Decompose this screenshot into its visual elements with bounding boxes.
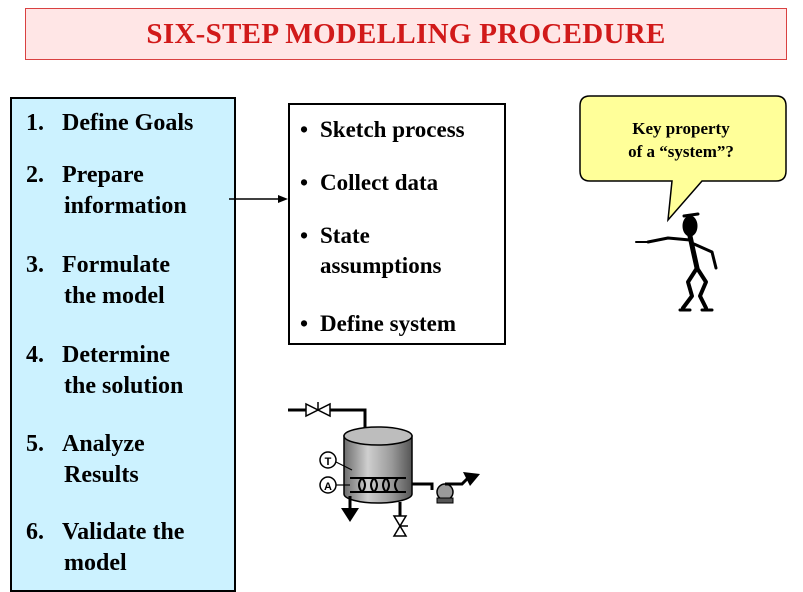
analyzer-sensor-icon [319,476,337,494]
page-title: SIX-STEP MODELLING PROCEDURE [146,17,666,50]
bullet-symbol: • [300,170,309,195]
temperature-sensor-label: T [325,456,332,468]
step-number: 6. [26,519,44,545]
step-text: the model [64,283,165,309]
bullet-text: Collect data [320,170,439,195]
step-number: 4. [26,342,44,368]
step-number: 2. [26,162,44,188]
step-number: 1. [26,110,44,136]
bullet-text: Define system [320,311,457,336]
process-sketch: T A [288,402,480,537]
step-text: Prepare [62,162,144,188]
bullet-symbol: • [300,311,309,336]
bullet-item: • Define system [300,309,456,339]
speech-bubble [579,95,787,223]
step-text: Formulate [62,252,170,278]
heating-coil-icon [350,477,406,493]
connector-arrow [229,195,288,203]
step-text: Define Goals [62,110,194,136]
pointing-figure-icon [635,212,718,312]
bullet-symbol: • [300,117,309,142]
step-4: 4. Determine the solution [26,340,183,402]
callout-line: Key property [632,119,730,138]
callout-text: Key property of a “system”? [596,117,766,163]
step-text: the solution [64,373,184,399]
step-number: 3. [26,252,44,278]
bullet-symbol: • [300,223,309,248]
bullet-item: • Collect data [300,168,438,198]
callout-line: of a “system”? [628,142,734,161]
step-2: 2. Prepare information [26,160,187,222]
step-1: 1. Define Goals [26,108,193,139]
step-number: 5. [26,431,44,457]
prepare-information-details: • Sketch process • Collect data • State ass… [288,103,506,345]
step-text: Validate the [62,519,185,545]
step-6: 6. Validate the model [26,517,184,579]
step-text: Analyze [62,431,145,457]
bullet-text: State [320,223,370,248]
step-text: Determine [62,342,170,368]
temperature-sensor-icon [319,451,337,469]
step-text: Results [64,462,139,488]
bullet-text: Sketch process [320,117,465,142]
title-banner: SIX-STEP MODELLING PROCEDURE [25,8,787,60]
analyzer-sensor-label: A [324,481,332,493]
step-text: model [64,550,127,576]
bullet-item: • State assumptions [300,221,441,281]
step-3: 3. Formulate the model [26,250,170,312]
step-text: information [64,193,187,219]
bullet-text: assumptions [320,253,442,278]
bullet-item: • Sketch process [300,115,465,145]
step-5: 5. Analyze Results [26,429,145,491]
